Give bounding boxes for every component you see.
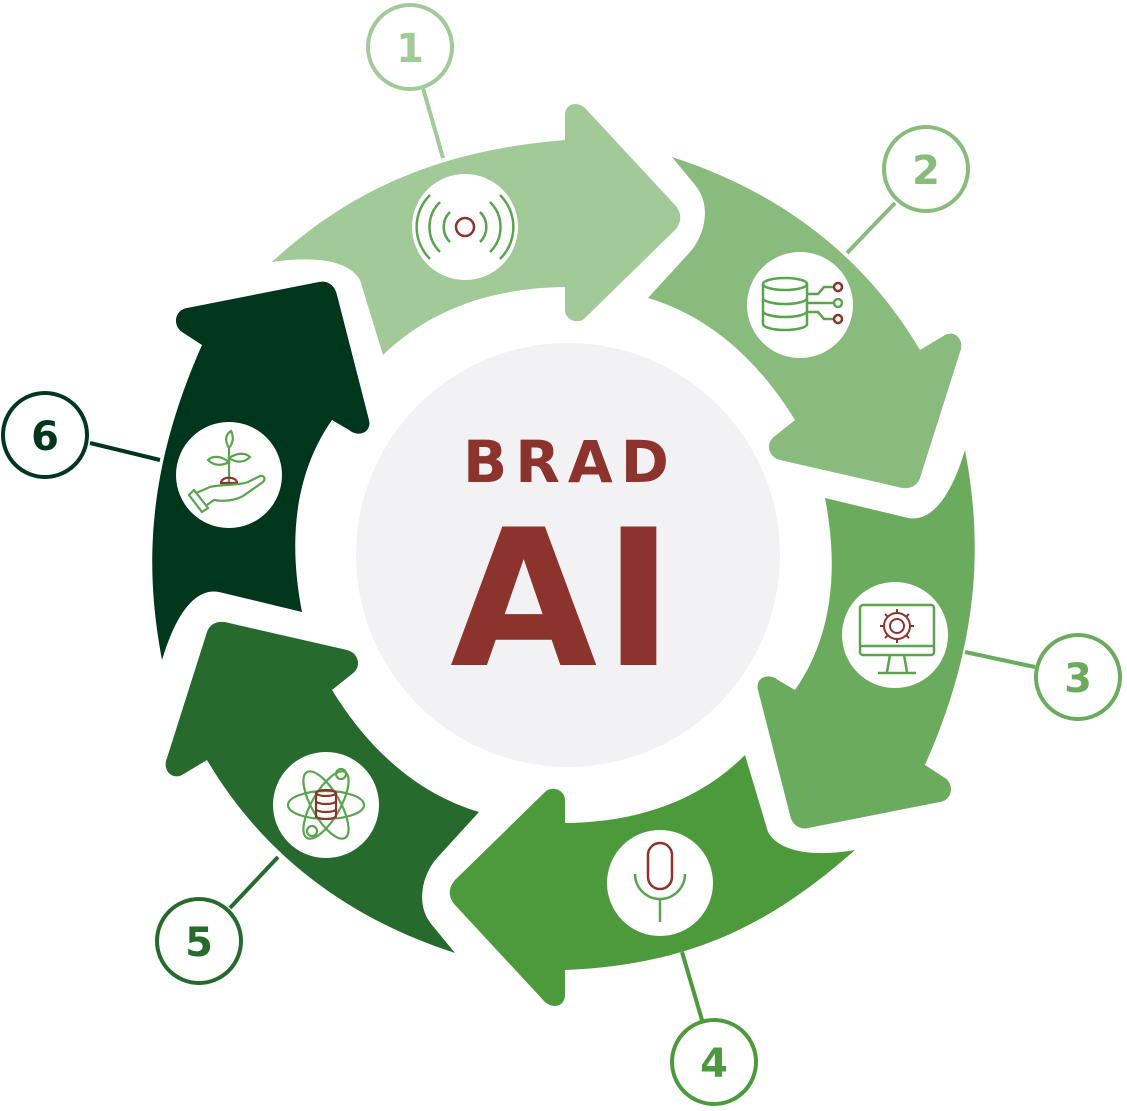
connector-2	[845, 201, 897, 255]
badge-number-1: 1	[396, 26, 424, 72]
connector-5	[228, 855, 280, 910]
brand-line1: BRAD	[463, 428, 677, 496]
icon-circle-3	[842, 582, 948, 688]
badge-number-2: 2	[912, 148, 940, 194]
atom-database-icon	[286, 767, 366, 840]
connector-6	[89, 441, 161, 462]
connector-4	[680, 951, 704, 1021]
badge-circle-5	[155, 897, 243, 985]
badge-circle-4	[670, 1018, 758, 1106]
badge-number-3: 3	[1064, 656, 1092, 702]
icon-circle-1	[412, 174, 518, 280]
badge-connectors	[89, 87, 1036, 1021]
badge-circle-3	[1034, 633, 1122, 721]
badge-number-5: 5	[185, 920, 213, 966]
badge-number-4: 4	[700, 1041, 728, 1087]
badge-circle-1	[366, 3, 454, 91]
badge-circle-6	[1, 391, 89, 479]
broadcast-signal-icon	[415, 194, 515, 260]
connector-1	[421, 87, 445, 159]
step-badges: 1 2 3 4 5 6	[1, 3, 1122, 1106]
hand-plant-icon	[187, 429, 266, 514]
icon-circle-4	[607, 830, 713, 936]
badge-number-6: 6	[31, 414, 59, 460]
center-circle	[356, 343, 780, 767]
microphone-icon	[633, 841, 687, 922]
monitor-gear-icon	[858, 603, 936, 675]
badge-circle-2	[882, 125, 970, 213]
brand-line2: AI	[450, 489, 680, 710]
connector-3	[964, 650, 1036, 669]
database-network-icon	[761, 276, 844, 332]
